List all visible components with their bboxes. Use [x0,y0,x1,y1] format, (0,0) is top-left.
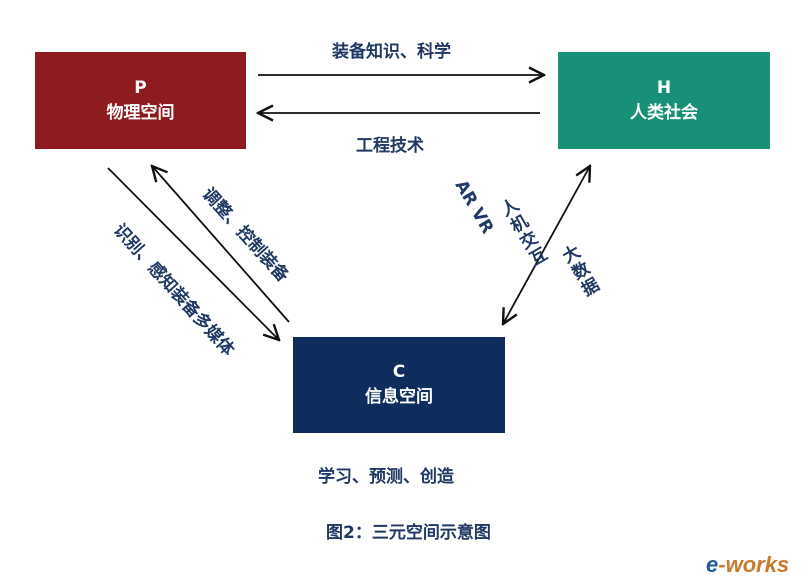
watermark-logo: e-works [706,552,790,577]
caption-info-space: 学习、预测、创造 [318,467,454,487]
edge-label-p-to-h: 装备知识、科学 [332,42,451,62]
arrow-p-to-c [107,167,279,340]
node-h-label: 人类社会 [630,102,698,123]
watermark-part1: e [706,552,719,577]
node-p-code: P [134,77,147,98]
node-h-code: H [656,77,672,98]
node-p-label: 物理空间 [106,102,175,123]
figure-caption: 图2：三元空间示意图 [326,523,491,543]
arrow-c-to-p [152,166,290,323]
watermark-part2: works [725,552,790,577]
edge-label-h-to-p: 工程技术 [356,136,424,156]
node-human-society: H 人类社会 [558,52,770,149]
node-c-code: C [392,362,406,382]
node-information-space: C 信息空间 [293,337,505,433]
node-c-label: 信息空间 [365,387,433,407]
node-physical-space: P 物理空间 [35,52,246,149]
arrow-c-h-bidirectional [503,166,590,324]
